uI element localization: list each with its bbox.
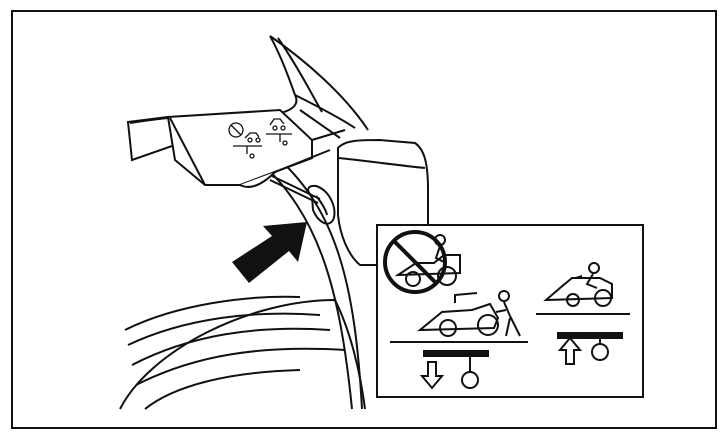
- lever-down-icon: [419, 350, 489, 390]
- fender-decal-icon: [228, 118, 292, 159]
- fender-body: [126, 35, 369, 188]
- push-mower-icon: [417, 290, 521, 337]
- seated-rider-icon: [543, 262, 613, 307]
- freewheel-rod: [269, 175, 336, 225]
- no-push-while-seated-icon: [383, 230, 461, 294]
- arrow-pointer-icon: [232, 222, 307, 283]
- outer-frame: [11, 10, 717, 429]
- lever-up-icon: [557, 332, 623, 365]
- decal-callout-box: [376, 224, 644, 398]
- tire-graphic: [119, 157, 366, 410]
- rear-housing: [337, 138, 429, 266]
